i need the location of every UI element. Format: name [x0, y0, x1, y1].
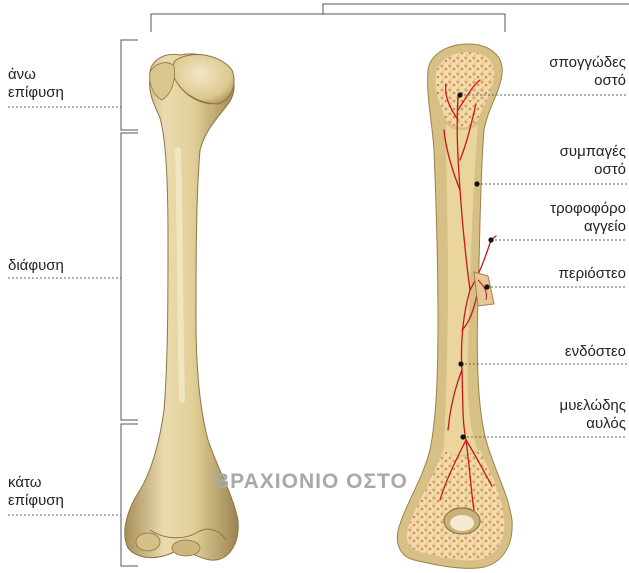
label-upper-epiphysis-line1: άνω: [8, 66, 64, 84]
label-lower-epiphysis-line2: επίφυση: [8, 492, 64, 510]
label-nutrient-vessel-line2: αγγείο: [550, 218, 626, 236]
label-lower-epiphysis-line1: κάτω: [8, 474, 64, 492]
label-diaphysis: διάφυση: [8, 257, 64, 275]
label-medullary-cavity-line1: μυελώδης: [560, 397, 626, 415]
label-nutrient-vessel: τροφοφόρο αγγείο: [550, 200, 626, 236]
label-spongy-bone-line2: οστό: [549, 72, 626, 90]
region-brackets: [121, 40, 138, 566]
label-periosteum: περιόστεο: [559, 265, 626, 283]
region-leaders: [8, 107, 121, 515]
humerus-section: [397, 44, 512, 568]
label-compact-bone: συμπαγές οστό: [560, 143, 626, 179]
label-endosteum-line1: ενδόστεο: [565, 343, 626, 361]
periosteum-flap: [474, 272, 494, 306]
label-periosteum-line1: περιόστεο: [559, 265, 626, 283]
label-medullary-cavity: μυελώδης αυλός: [560, 397, 626, 433]
label-endosteum: ενδόστεο: [565, 343, 626, 361]
label-upper-epiphysis: άνω επίφυση: [8, 66, 64, 102]
figure-title: ΒΡΑΧΙΟΝΙΟ ΟΣΤΟ: [214, 470, 408, 494]
label-spongy-bone: σπογγώδες οστό: [549, 54, 626, 90]
label-lower-epiphysis: κάτω επίφυση: [8, 474, 64, 510]
label-compact-bone-line1: συμπαγές: [560, 143, 626, 161]
label-nutrient-vessel-line1: τροφοφόρο: [550, 200, 626, 218]
label-upper-epiphysis-line2: επίφυση: [8, 84, 64, 102]
label-compact-bone-line2: οστό: [560, 161, 626, 179]
label-medullary-cavity-line2: αυλός: [560, 415, 626, 433]
top-bracket: [151, 4, 629, 32]
label-diaphysis-line1: διάφυση: [8, 257, 64, 275]
label-spongy-bone-line1: σπογγώδες: [549, 54, 626, 72]
